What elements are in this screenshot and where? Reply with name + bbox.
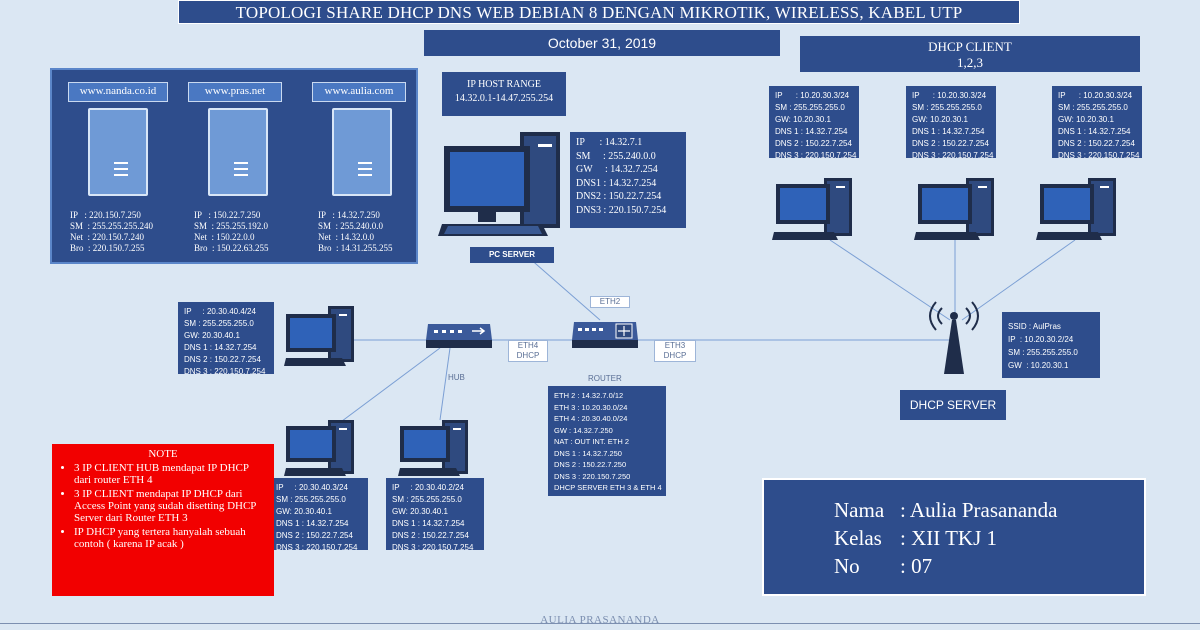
hub-right-client-line bbox=[439, 347, 451, 421]
date-banner: October 31, 2019 bbox=[424, 30, 780, 56]
router-info: ETH 2 : 14.32.7.0/12 ETH 3 : 10.20.30.0/… bbox=[548, 386, 666, 496]
ip-host-range-title: IP HOST RANGE bbox=[467, 79, 541, 90]
hub-client-right-info: IP : 20.30.40.2/24 SM : 255.255.255.0 GW… bbox=[386, 478, 484, 552]
identity-box: Nama: Aulia Prasananda Kelas: XII TKJ 1 … bbox=[762, 478, 1146, 596]
router-device-icon bbox=[572, 322, 638, 348]
server-rack-icon bbox=[332, 108, 392, 196]
hub-client-top-pc-icon bbox=[284, 306, 354, 366]
note-box: NOTE 3 IP CLIENT HUB mendapat IP DHCP da… bbox=[52, 444, 274, 596]
eth4-label: ETH4 DHCP bbox=[508, 340, 548, 362]
server-info-aulia: IP : 14.32.7.250 SM : 255.240.0.0 Net : … bbox=[318, 210, 393, 253]
dhcp-client-1-info: IP : 10.20.30.3/24 SM : 255.255.255.0 GW… bbox=[769, 86, 859, 160]
ip-host-range-box: IP HOST RANGE 14.32.0.1-14.47.255.254 bbox=[442, 72, 566, 116]
pc-server-icon bbox=[438, 132, 560, 236]
note-item: 3 IP CLIENT HUB mendapat IP DHCP dari ro… bbox=[74, 462, 268, 486]
access-point-antenna-icon bbox=[929, 301, 979, 374]
dhcp-client-3-info: IP : 10.20.30.3/24 SM : 255.255.255.0 GW… bbox=[1052, 86, 1142, 160]
dhcp-server-label: DHCP SERVER bbox=[900, 390, 1006, 420]
footer-divider bbox=[0, 623, 1200, 624]
dhcp-client-3-pc-icon bbox=[1036, 178, 1116, 240]
no-label: No bbox=[834, 554, 860, 578]
pc-server-info: IP : 14.32.7.1 SM : 255.240.0.0 GW : 14.… bbox=[570, 132, 686, 228]
server-info-nanda: IP : 220.150.7.250 SM : 255.255.255.240 … bbox=[70, 210, 154, 253]
server-label-pras: www.pras.net bbox=[188, 82, 282, 102]
pc-server-label: PC SERVER bbox=[470, 247, 554, 263]
hub-client-left-pc-icon bbox=[284, 420, 354, 476]
dhcp-client-2-info: IP : 10.20.30.3/24 SM : 255.255.255.0 GW… bbox=[906, 86, 996, 160]
note-list: 3 IP CLIENT HUB mendapat IP DHCP dari ro… bbox=[58, 462, 268, 550]
note-item: IP DHCP yang tertera hanyalah sebuah con… bbox=[74, 526, 268, 550]
server-label-nanda: www.nanda.co.id bbox=[68, 82, 168, 102]
nama-value: : Aulia Prasananda bbox=[900, 498, 1058, 522]
eth3-label: ETH3 DHCP bbox=[654, 340, 696, 362]
ip-host-range-value: 14.32.0.1-14.47.255.254 bbox=[454, 93, 554, 104]
hub-left-client-line bbox=[329, 347, 441, 431]
dhcp-client-title: DHCP CLIENT 1,2,3 bbox=[800, 36, 1140, 72]
footer-author: AULIA PRASANANDA bbox=[540, 614, 660, 626]
kelas-label: Kelas bbox=[834, 526, 882, 550]
hub-device-icon bbox=[426, 324, 492, 348]
server-label-aulia: www.aulia.com bbox=[312, 82, 406, 102]
server-rack-icon bbox=[208, 108, 268, 196]
page-title: TOPOLOGI SHARE DHCP DNS WEB DEBIAN 8 DEN… bbox=[178, 0, 1020, 24]
hub-client-left-info: IP : 20.30.40.3/24 SM : 255.255.255.0 GW… bbox=[270, 478, 368, 552]
hub-client-right-pc-icon bbox=[398, 420, 468, 476]
note-title: NOTE bbox=[148, 448, 178, 460]
server-rack-icon bbox=[88, 108, 148, 196]
ap-client1-line bbox=[829, 239, 951, 321]
ap-client3-line bbox=[961, 239, 1076, 321]
dhcp-client-subtitle: 1,2,3 bbox=[957, 55, 983, 70]
note-item: 3 IP CLIENT mendapat IP DHCP dari Access… bbox=[74, 488, 268, 524]
hub-client-top-info: IP : 20.30.40.4/24 SM : 255.255.255.0 GW… bbox=[178, 302, 274, 376]
dhcp-client-heading: DHCP CLIENT bbox=[928, 39, 1012, 54]
dhcp-client-2-pc-icon bbox=[914, 178, 994, 240]
dhcp-client-1-pc-icon bbox=[772, 178, 852, 240]
router-label: ROUTER bbox=[588, 374, 622, 383]
access-point-info: SSID : AulPras IP : 10.20.30.2/24 SM : 2… bbox=[1002, 312, 1100, 378]
web-servers-panel: www.nanda.co.id www.pras.net www.aulia.c… bbox=[50, 68, 418, 264]
eth2-label: ETH2 bbox=[590, 296, 630, 308]
no-value: : 07 bbox=[900, 554, 933, 578]
server-info-pras: IP : 150.22.7.250 SM : 255.255.192.0 Net… bbox=[194, 210, 269, 253]
hub-label: HUB bbox=[448, 373, 465, 382]
kelas-value: : XII TKJ 1 bbox=[900, 526, 998, 550]
nama-label: Nama bbox=[834, 498, 885, 522]
